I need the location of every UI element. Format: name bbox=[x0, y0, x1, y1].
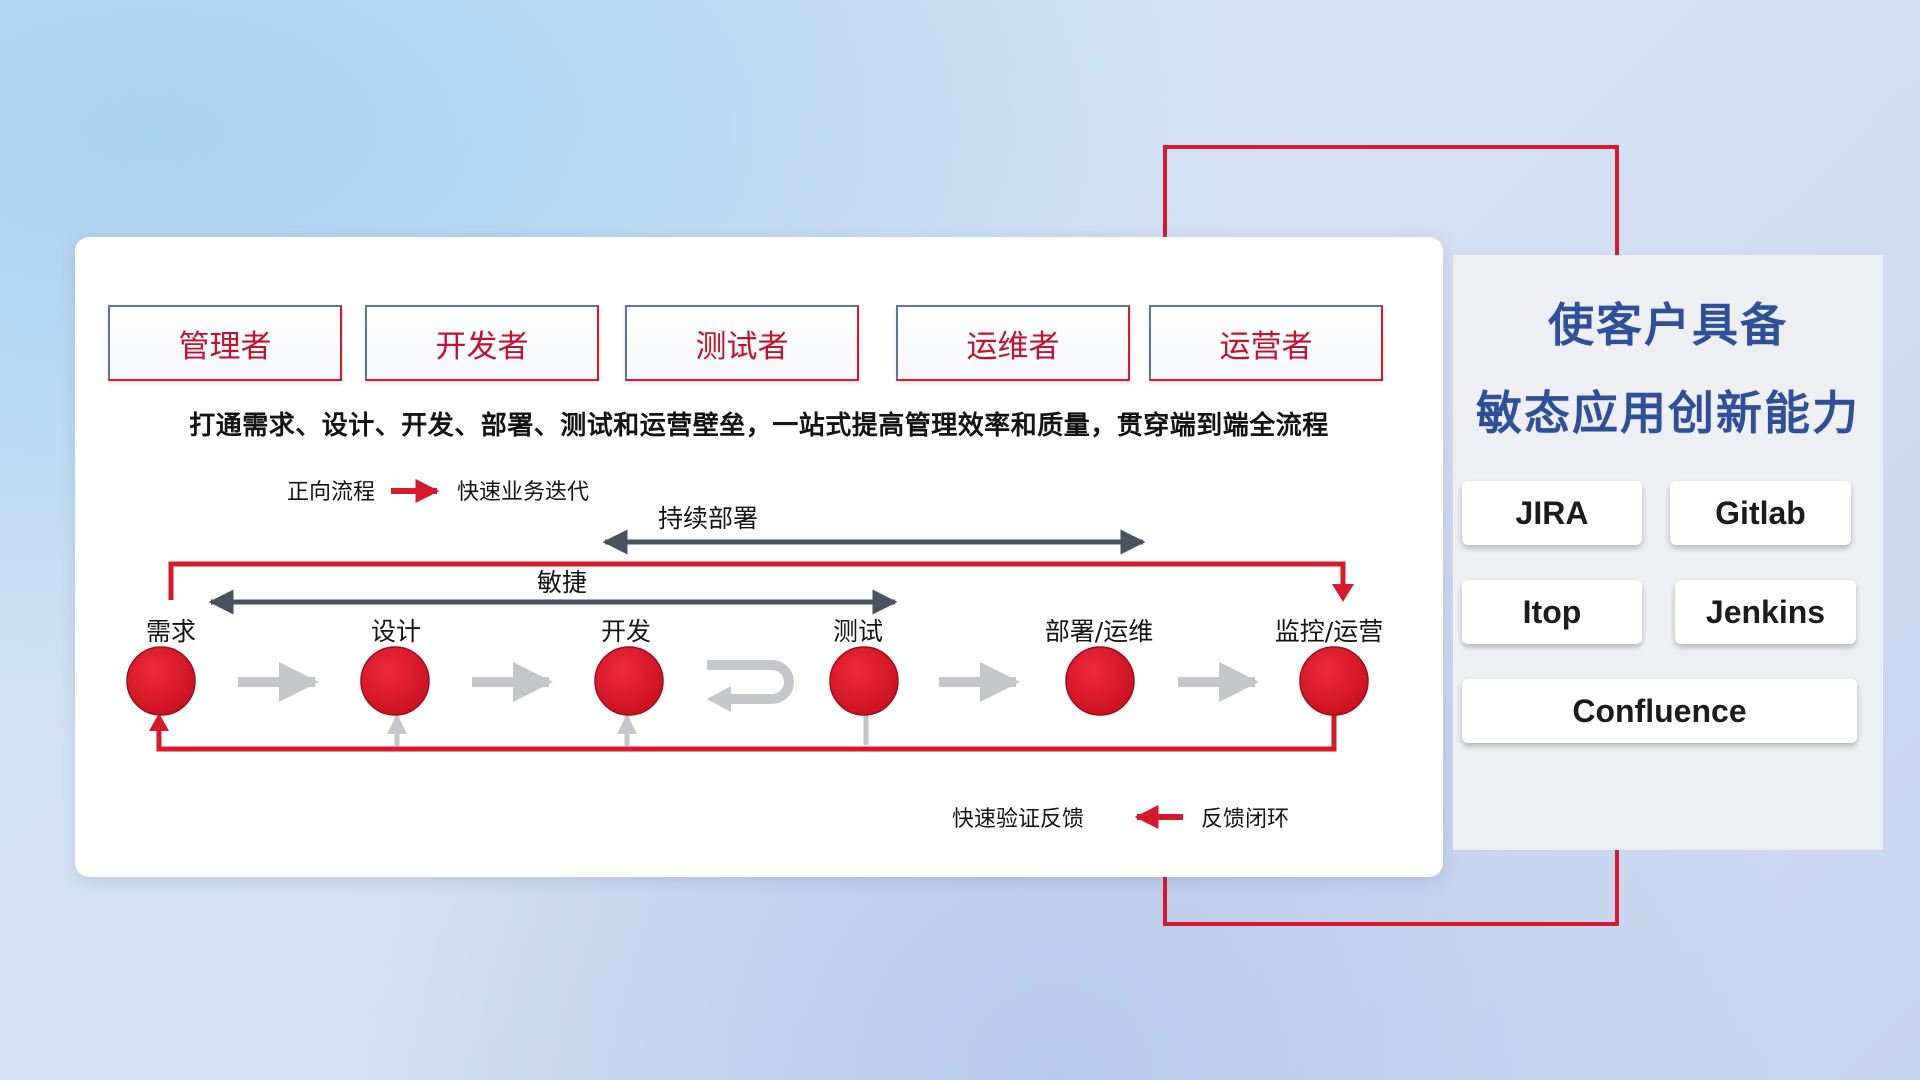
node-monitor-operate bbox=[1299, 646, 1369, 716]
devops-flow-card: 管理者 开发者 测试者 运维者 运营者 打通需求、设计、开发、部署、测试和运营壁… bbox=[75, 237, 1443, 877]
forward-loop-line bbox=[168, 561, 1346, 600]
role-operator: 运营者 bbox=[1149, 305, 1383, 381]
stage-label-requirement: 需求 bbox=[146, 617, 196, 646]
node-develop bbox=[594, 646, 664, 716]
node-deploy-ops bbox=[1065, 646, 1135, 716]
node-test bbox=[829, 646, 899, 716]
capability-panel: 使客户具备 敏态应用创新能力 JIRA Gitlab Itop Jenkins … bbox=[1453, 255, 1883, 850]
legend-feedback-left: 快速验证反馈 bbox=[952, 807, 1084, 832]
legend-forward-left: 正向流程 bbox=[287, 480, 375, 505]
stage-label-design: 设计 bbox=[371, 617, 421, 646]
feedback-loop-line bbox=[156, 707, 1337, 752]
tool-jira-button[interactable]: JIRA bbox=[1462, 481, 1642, 545]
role-tester: 测试者 bbox=[625, 305, 859, 381]
stage-label-deploy-ops: 部署/运维 bbox=[1045, 617, 1153, 646]
node-design bbox=[360, 646, 430, 716]
tool-jenkins-button[interactable]: Jenkins bbox=[1675, 580, 1856, 644]
legend-forward-right: 快速业务迭代 bbox=[457, 480, 589, 505]
node-requirement bbox=[126, 646, 196, 716]
panel-title-line2: 敏态应用创新能力 bbox=[1476, 386, 1860, 440]
feedback-loop-arrowhead bbox=[149, 713, 169, 731]
flow-diagram: 正向流程 快速业务迭代 持续部署 敏捷 需求 设计 开发 测试 部署/运维 监控… bbox=[126, 479, 1383, 832]
role-ops: 运维者 bbox=[896, 305, 1130, 381]
subtitle-text: 打通需求、设计、开发、部署、测试和运营壁垒，一站式提高管理效率和质量，贯穿端到端… bbox=[189, 411, 1329, 441]
iterate-uturn-arrow bbox=[707, 660, 794, 704]
stage-label-test: 测试 bbox=[833, 617, 883, 646]
forward-loop-arrowhead bbox=[1332, 584, 1354, 602]
span-label-agile: 敏捷 bbox=[537, 568, 587, 597]
iterate-uturn-arrowhead bbox=[707, 686, 731, 712]
tool-itop-button[interactable]: Itop bbox=[1462, 580, 1642, 644]
legend-feedback-right: 反馈闭环 bbox=[1201, 807, 1289, 832]
tool-confluence-button[interactable]: Confluence bbox=[1462, 679, 1857, 743]
tool-gitlab-button[interactable]: Gitlab bbox=[1670, 481, 1851, 545]
role-developer: 开发者 bbox=[365, 305, 599, 381]
stage-label-develop: 开发 bbox=[601, 617, 651, 646]
role-manager: 管理者 bbox=[108, 305, 342, 381]
panel-title-line1: 使客户具备 bbox=[1548, 298, 1788, 352]
span-label-cd: 持续部署 bbox=[658, 504, 758, 533]
stage-label-monitor-operate: 监控/运营 bbox=[1275, 617, 1383, 646]
